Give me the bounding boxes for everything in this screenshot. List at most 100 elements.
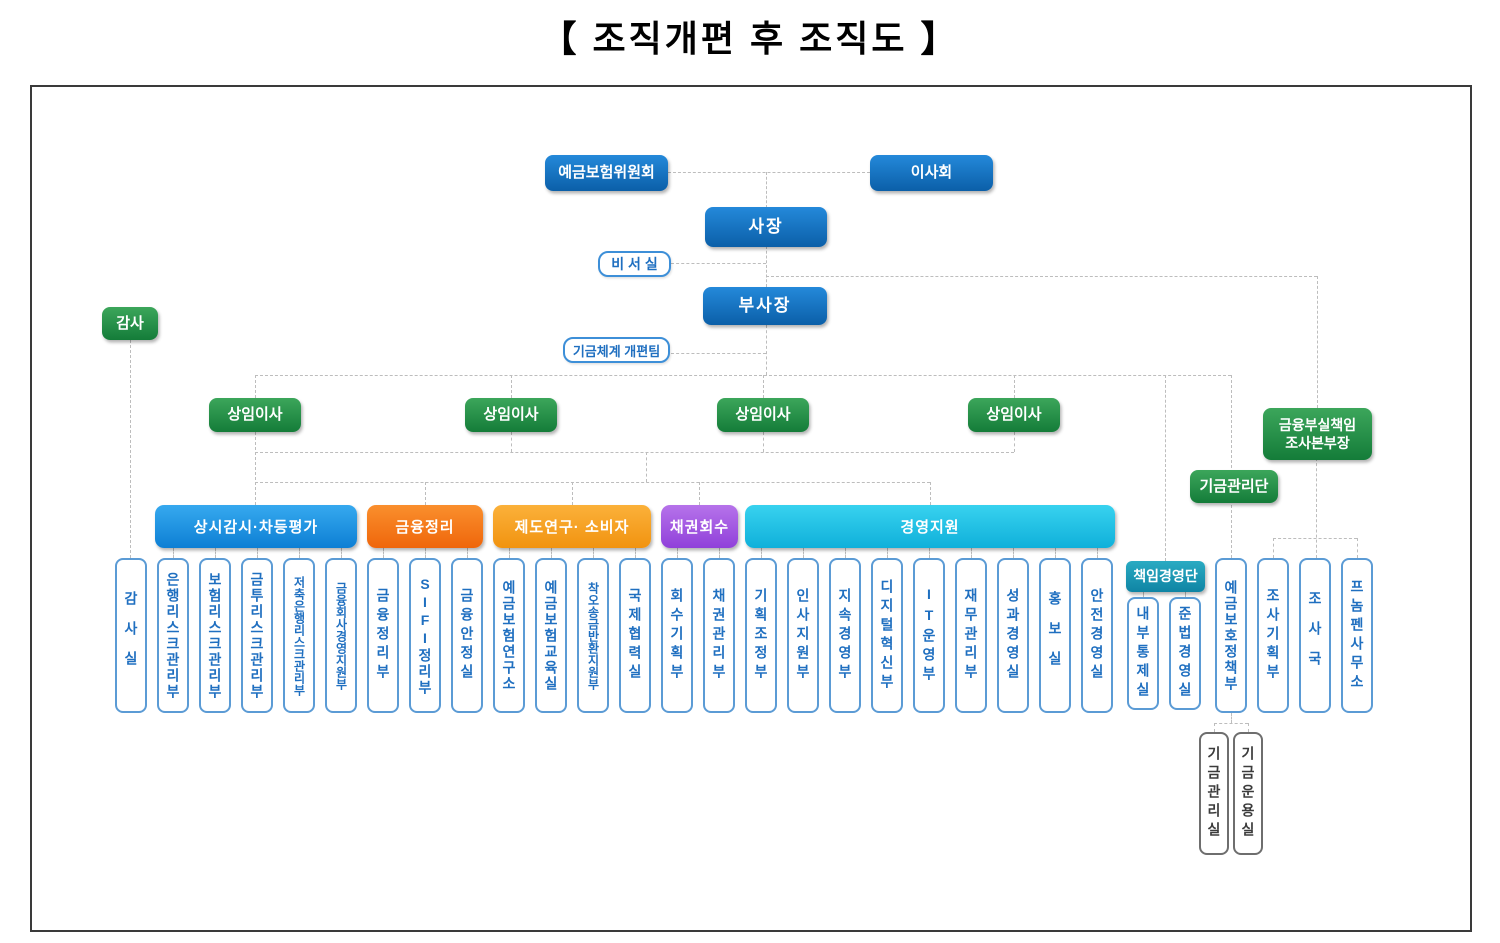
standing-director-box-4: 상임이사	[968, 398, 1060, 432]
org-unit-box-17: 인사지원부	[787, 558, 819, 713]
standing-director-box-3: 상임이사	[717, 398, 809, 432]
connector-line	[425, 482, 426, 505]
connector-line	[1013, 548, 1014, 558]
connector-line	[255, 432, 256, 505]
division-bar-management-support: 경영지원	[745, 505, 1115, 548]
connector-line	[1014, 375, 1015, 398]
president-box: 사장	[705, 207, 827, 247]
connector-line	[255, 452, 1014, 453]
division-bar-resolution: 금융정리	[367, 505, 483, 548]
org-unit-box-25: 내부통제실	[1127, 597, 1159, 710]
connector-line	[255, 375, 256, 398]
connector-line	[467, 548, 468, 558]
connector-line	[1214, 723, 1215, 732]
division-bar-recovery: 채권회수	[661, 505, 738, 548]
division-bar-research-consumer: 제도연구· 소비자	[493, 505, 651, 548]
org-unit-box-2: 은행리스크관리부	[157, 558, 189, 713]
connector-line	[766, 276, 1317, 277]
org-unit-box-8: SIFI정리부	[409, 558, 441, 713]
connector-line	[1231, 375, 1232, 558]
connector-line	[699, 482, 700, 505]
connector-line	[1316, 458, 1317, 558]
connector-line	[299, 548, 300, 558]
connector-line	[671, 263, 766, 264]
org-unit-box-13: 국제협력실	[619, 558, 651, 713]
connector-line	[1273, 538, 1274, 558]
connector-line	[930, 482, 931, 505]
connector-line	[719, 548, 720, 558]
org-unit-box-5: 저축은행리스크관리부	[283, 558, 315, 713]
board-of-directors-box: 이사회	[870, 155, 993, 191]
connector-line	[173, 548, 174, 558]
org-unit-box-9: 금융안정실	[451, 558, 483, 713]
connector-line	[971, 548, 972, 558]
org-unit-box-21: 재무관리부	[955, 558, 987, 713]
org-unit-box-11: 예금보험교육실	[535, 558, 567, 713]
org-unit-box-1: 감사실	[115, 558, 147, 713]
connector-line	[572, 482, 573, 505]
connector-line	[761, 548, 762, 558]
fund-office-box-1: 기금관리실	[1199, 732, 1229, 855]
fund-management-group-box: 기금관리단	[1190, 470, 1278, 503]
connector-line	[803, 548, 804, 558]
connector-line	[509, 548, 510, 558]
connector-line	[766, 246, 767, 287]
page-title: 【 조직개편 후 조직도 】	[540, 18, 960, 59]
org-unit-box-22: 성과경영실	[997, 558, 1029, 713]
connector-line	[341, 548, 342, 558]
connector-line	[1014, 432, 1015, 452]
org-unit-box-30: 프놈펜사무소	[1341, 558, 1373, 713]
auditor-box: 감사	[102, 307, 158, 340]
connector-line	[766, 172, 767, 208]
connector-line	[383, 548, 384, 558]
connector-line	[845, 548, 846, 558]
connector-line	[887, 548, 888, 558]
connector-line	[130, 340, 131, 558]
connector-line	[255, 482, 930, 483]
org-unit-box-4: 금투리스크관리부	[241, 558, 273, 713]
connector-line	[671, 353, 766, 354]
org-unit-box-12: 착오송금반환지원부	[577, 558, 609, 713]
connector-line	[1185, 592, 1186, 597]
division-bar-monitoring: 상시감시·차등평가	[155, 505, 357, 548]
connector-line	[511, 432, 512, 452]
connector-line	[677, 548, 678, 558]
accountable-management-group-box: 책임경영단	[1126, 561, 1205, 592]
connector-line	[1231, 713, 1232, 723]
org-unit-box-19: 디지털혁신부	[871, 558, 903, 713]
org-unit-box-16: 기획조정부	[745, 558, 777, 713]
connector-line	[551, 548, 552, 558]
connector-line	[593, 548, 594, 558]
connector-line	[1165, 375, 1166, 561]
org-unit-box-24: 안전경영실	[1081, 558, 1113, 713]
connector-line	[1317, 276, 1318, 408]
connector-line	[635, 548, 636, 558]
connector-line	[255, 375, 1231, 376]
connector-line	[1143, 592, 1144, 597]
connector-line	[1214, 723, 1248, 724]
org-unit-box-15: 채권관리부	[703, 558, 735, 713]
org-unit-box-26: 준법경영실	[1169, 597, 1201, 710]
connector-line	[257, 548, 258, 558]
org-unit-box-10: 예금보험연구소	[493, 558, 525, 713]
fund-system-reform-team-box: 기금체계 개편팀	[563, 337, 670, 363]
connector-line	[215, 548, 216, 558]
org-unit-box-29: 조사국	[1299, 558, 1331, 713]
connector-line	[763, 375, 764, 398]
org-unit-box-18: 지속경영부	[829, 558, 861, 713]
insolvency-investigation-head-box: 금융부실책임 조사본부장	[1263, 408, 1372, 460]
org-unit-box-20: IT운영부	[913, 558, 945, 713]
org-unit-box-7: 금융정리부	[367, 558, 399, 713]
org-unit-box-6: 금융회사경영지원부	[325, 558, 357, 713]
connector-line	[1357, 538, 1358, 558]
connector-line	[1273, 538, 1357, 539]
connector-line	[511, 375, 512, 398]
vice-president-box: 부사장	[703, 287, 827, 325]
connector-line	[1248, 723, 1249, 732]
connector-line	[929, 548, 930, 558]
org-unit-box-14: 회수기획부	[661, 558, 693, 713]
connector-line	[646, 452, 647, 482]
org-unit-box-3: 보험리스크관리부	[199, 558, 231, 713]
standing-director-box-1: 상임이사	[209, 398, 301, 432]
connector-line	[425, 548, 426, 558]
